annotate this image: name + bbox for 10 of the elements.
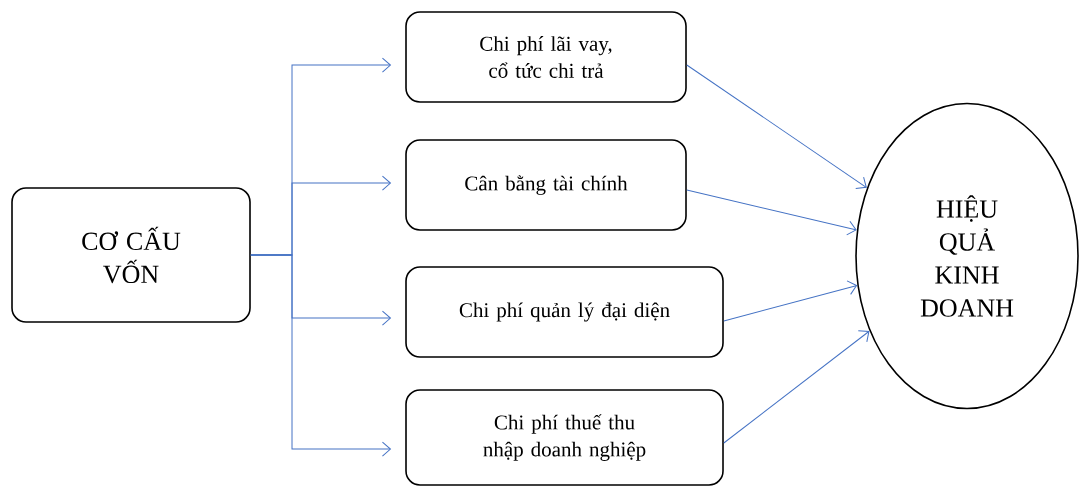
process-box: Chi phí quản lý đại diện — [405, 266, 724, 358]
process-box: Chi phí lãi vay, cổ tức chi trả — [405, 11, 687, 103]
process-box: CƠ CẤU VỐN — [11, 187, 251, 323]
arrow — [686, 64, 867, 190]
arrow — [686, 189, 857, 236]
arrow — [250, 254, 391, 457]
arrow — [723, 280, 858, 322]
process-box: Chi phí thuế thu nhập doanh nghiệp — [405, 389, 724, 486]
process-box: Cân bằng tài chính — [405, 139, 687, 231]
arrow — [723, 330, 870, 444]
